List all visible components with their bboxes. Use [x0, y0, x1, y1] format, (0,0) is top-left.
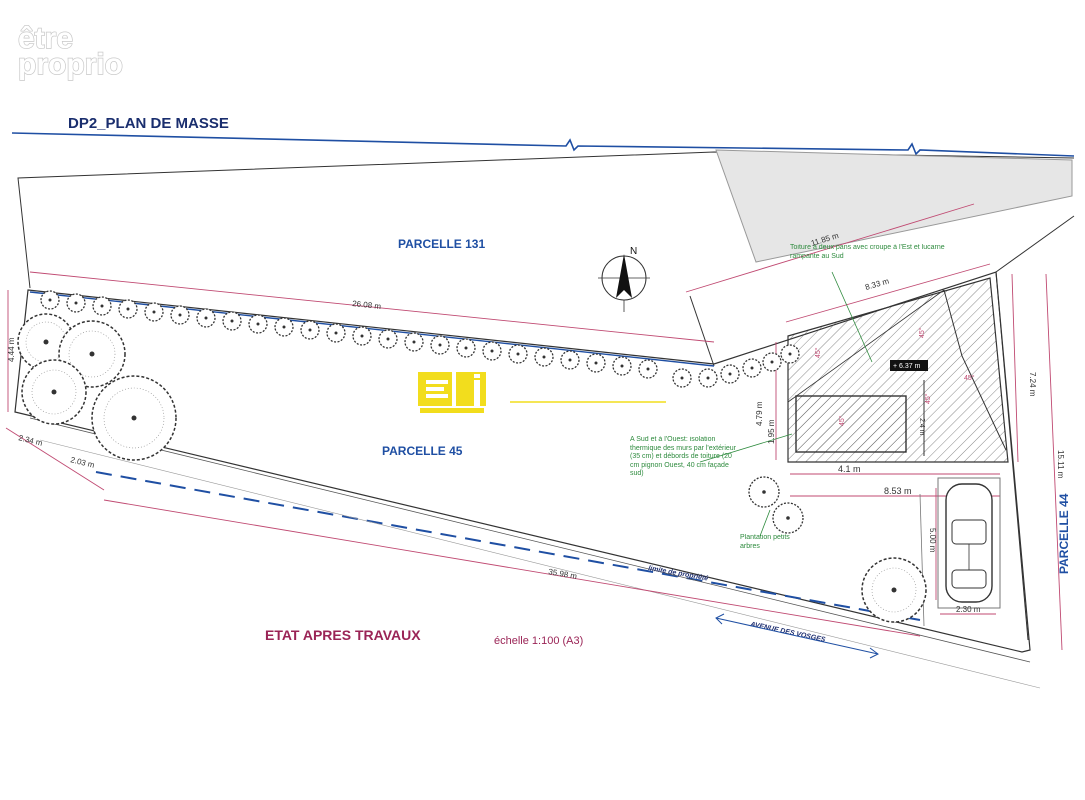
roof-note-box: Toiture à deux pans avec croupe à l'Est …	[790, 244, 945, 260]
tree-icon	[196, 308, 216, 328]
tree-icon	[92, 296, 112, 316]
tree-icon	[780, 344, 800, 364]
neighbour-building	[715, 149, 1073, 263]
tree-icon	[456, 338, 476, 358]
tree-icon	[748, 476, 780, 508]
dim-top-edge: 26.08 m	[352, 299, 382, 311]
tree-icon	[430, 335, 450, 355]
slope-label-3: 45°	[964, 374, 975, 382]
plantation-note-box: Plantation petits arbres	[740, 534, 790, 550]
tree-icon	[21, 359, 87, 425]
street-arrow	[715, 613, 879, 659]
dim-left-bottom-a: 2.34 m	[18, 433, 44, 448]
slope-label-4: 45°	[838, 415, 846, 426]
dim-bottom-edge: 35.98 m	[548, 567, 578, 581]
tree-icon	[742, 358, 762, 378]
footer-title: ETAT APRES TRAVAUX	[265, 627, 421, 643]
tree-icon	[672, 368, 692, 388]
parking-space	[937, 477, 1001, 609]
insulation-note-box: A Sud et à l'Ouest: isolation thermique …	[630, 436, 736, 477]
watermark-line2: proprio	[18, 48, 123, 81]
property-limit-label: limite de propriété	[648, 565, 709, 582]
tree-icon	[560, 350, 580, 370]
parcel-45-outline	[14, 271, 1031, 653]
property-limit-line	[95, 471, 921, 621]
roof-ridge	[943, 289, 1007, 451]
header-rule	[11, 132, 1075, 157]
tree-icon	[762, 352, 782, 372]
dim-parking-width: 2.30 m	[956, 605, 981, 614]
tree-icon	[772, 502, 804, 534]
dim-house-depth: 4.79 m	[755, 401, 764, 426]
north-label: N	[630, 246, 637, 257]
slope-label-1: 45°	[814, 347, 822, 358]
logo-icon	[418, 372, 666, 413]
roof-note: Toiture à deux pans avec croupe à l'Est …	[790, 244, 945, 260]
tree-icon	[118, 299, 138, 319]
elevation-marker	[890, 360, 928, 371]
parcel-131-inner-edge	[689, 295, 715, 367]
slope-label-5: 45°	[924, 393, 932, 404]
page-title: DP2_PLAN DE MASSE	[68, 115, 229, 132]
tree-icon	[586, 353, 606, 373]
tree-icon	[91, 375, 177, 461]
dim-left-bottom-b: 2.03 m	[70, 455, 96, 470]
dim-front-width: 8.53 m	[884, 486, 912, 496]
tree-icon	[861, 557, 927, 623]
parcel-45-label: PARCELLE 45	[382, 444, 463, 458]
street-boundary	[29, 417, 1031, 663]
tree-icon	[144, 302, 164, 322]
tree-icon	[534, 347, 554, 367]
tree-icon	[482, 341, 502, 361]
car-icon	[945, 483, 993, 603]
tree-icon	[378, 329, 398, 349]
tree-icon	[248, 314, 268, 334]
watermark-line1: être	[18, 22, 73, 55]
tree-icon	[300, 320, 320, 340]
footer-scale: échelle 1:100 (A3)	[494, 635, 583, 647]
tree-icon	[40, 290, 60, 310]
tree-icon	[66, 293, 86, 313]
parcel-45-top-blue	[29, 291, 715, 367]
elevation-label: + 6.37 m	[893, 363, 921, 370]
tree-icon	[720, 364, 740, 384]
tree-icon	[326, 323, 346, 343]
dim-small-a: 2.4 m	[918, 418, 925, 436]
tree-icon	[274, 317, 294, 337]
tree-icon	[404, 332, 424, 352]
tree-icon	[352, 326, 372, 346]
annotation-leaders	[699, 271, 873, 537]
parcel-131-label: PARCELLE 131	[398, 237, 485, 251]
insulation-note: A Sud et à l'Ouest: isolation thermique …	[630, 436, 736, 477]
plantation-note: Plantation petits arbres	[740, 534, 790, 550]
tree-icon	[698, 368, 718, 388]
tree-icon	[222, 311, 242, 331]
tree-icon	[638, 359, 658, 379]
tree-icon	[170, 305, 190, 325]
street-label: AVENUE DES VOSGES	[749, 621, 827, 644]
dim-extension-depth: 1.95 m	[767, 419, 776, 444]
tree-icon	[612, 356, 632, 376]
dim-parking-length: 5.00 m	[928, 528, 937, 553]
dim-left-edge: 4.44 m	[7, 337, 16, 362]
roof-ridge-2	[787, 289, 945, 403]
dim-house-side: 7.24 m	[1028, 372, 1037, 397]
street-boundary-2	[39, 439, 1041, 689]
slope-label-2: 45°	[918, 327, 926, 338]
hedge-row	[40, 290, 800, 388]
tree-icon	[508, 344, 528, 364]
parcel-44-label: PARCELLE 44	[1057, 493, 1071, 574]
house-extension	[795, 395, 907, 453]
dim-house-width: 8.33 m	[864, 276, 890, 291]
dim-right-edge: 15.11 m	[1056, 450, 1065, 479]
north-arrow-icon	[598, 254, 650, 312]
driveway-line	[919, 493, 925, 627]
dim-extension-width: 4.1 m	[838, 464, 861, 474]
right-neighbour-edge	[995, 215, 1075, 641]
